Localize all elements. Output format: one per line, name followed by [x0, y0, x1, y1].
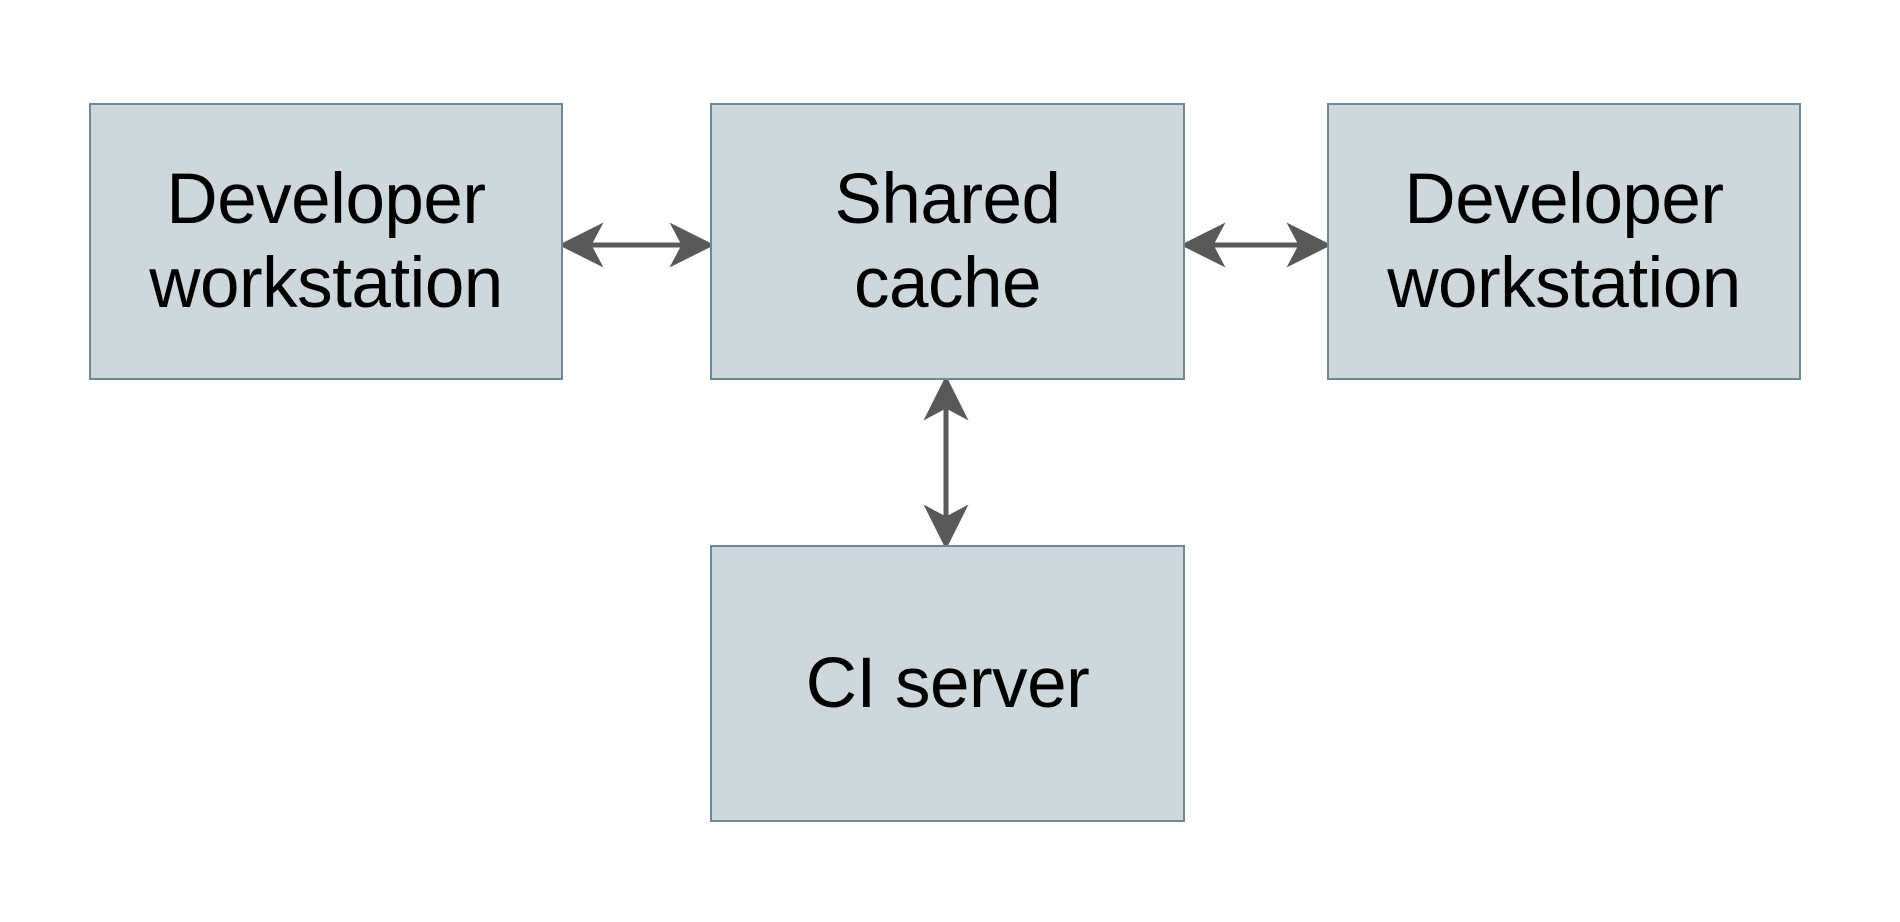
connector-cache-to-dev-right[interactable] [1185, 225, 1327, 265]
node-label: Shared cache [834, 159, 1061, 323]
node-label: Developer workstation [149, 159, 503, 323]
node-developer-workstation-left[interactable]: Developer workstation [89, 103, 563, 380]
node-shared-cache[interactable]: Shared cache [710, 103, 1185, 380]
connector-dev-left-to-cache[interactable] [563, 225, 710, 265]
node-developer-workstation-right[interactable]: Developer workstation [1327, 103, 1801, 380]
node-ci-server[interactable]: CI server [710, 545, 1185, 822]
connector-ci-to-cache[interactable] [926, 380, 966, 545]
node-label: Developer workstation [1387, 159, 1741, 323]
node-label: CI server [805, 643, 1090, 723]
